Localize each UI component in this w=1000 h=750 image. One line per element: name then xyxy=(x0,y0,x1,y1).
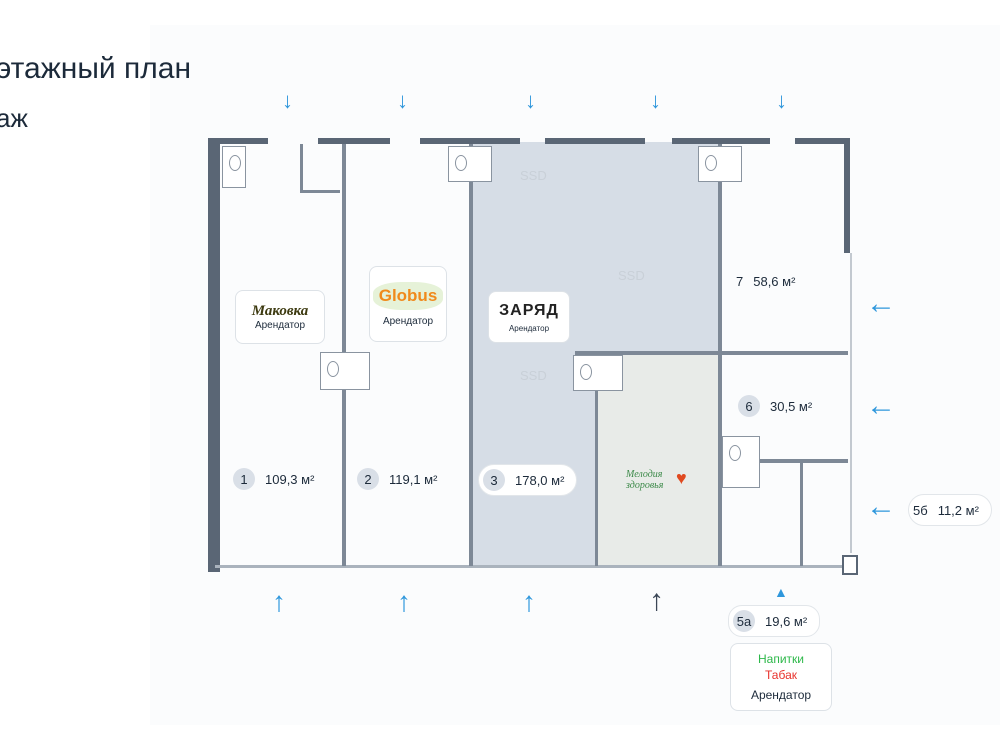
zaryad-logo: ЗАРЯД xyxy=(499,301,559,319)
toilet-fixture xyxy=(222,146,246,188)
toilet-fixture xyxy=(320,352,370,390)
entrance-arrow-left-icon: ← xyxy=(866,389,896,422)
toilet-fixture xyxy=(573,355,623,391)
room-number: 5б xyxy=(913,502,928,518)
wall xyxy=(208,140,220,572)
heart-icon: ♥ xyxy=(676,468,687,488)
room-number: 6 xyxy=(738,395,760,417)
partition xyxy=(300,190,340,193)
room-1-label[interactable]: 1 109,3 м² xyxy=(229,464,326,494)
tenant-card-zaryad[interactable]: ЗАРЯД Арендатор xyxy=(488,291,570,343)
wall xyxy=(672,138,770,144)
room-area: 178,0 м² xyxy=(515,472,565,488)
tenant-card-globus[interactable]: Globus Арендатор xyxy=(369,266,447,342)
tenant-label: Арендатор xyxy=(508,323,550,333)
tenant-label: Арендатор xyxy=(382,315,434,327)
room-5b-label[interactable]: 5б 11,2 м² xyxy=(908,494,992,526)
room-area: 19,6 м² xyxy=(765,613,808,629)
entrance-arrow-up-icon: ↑ xyxy=(272,586,286,617)
room-2-label[interactable]: 2 119,1 м² xyxy=(353,464,449,494)
room-area: 58,6 м² xyxy=(753,273,796,289)
wall xyxy=(795,138,850,144)
wall xyxy=(318,138,390,144)
room-7-label[interactable]: 7 58,6 м² xyxy=(732,266,807,296)
tenant-card-drinks-tobacco[interactable]: Напитки Табак Арендатор xyxy=(730,643,832,711)
partition xyxy=(718,144,722,566)
entrance-arrow-down-icon: ↓ xyxy=(650,88,661,113)
partition xyxy=(469,144,473,566)
globus-logo: Globus xyxy=(372,281,444,310)
wall xyxy=(420,138,520,144)
room-6-label[interactable]: 6 30,5 м² xyxy=(734,391,824,421)
room-number: 2 xyxy=(357,468,379,490)
toilet-fixture xyxy=(448,146,492,182)
entrance-arrow-up-icon: ↑ xyxy=(649,584,664,617)
room-number: 3 xyxy=(483,469,505,491)
wall xyxy=(208,138,268,144)
partition xyxy=(800,461,803,566)
room-number: 1 xyxy=(233,468,255,490)
room-area: 30,5 м² xyxy=(770,398,813,414)
partition xyxy=(720,459,848,463)
room-area: 109,3 м² xyxy=(265,471,315,487)
room-area: 11,2 м² xyxy=(937,502,979,518)
wall xyxy=(215,565,850,568)
partition xyxy=(300,144,303,192)
watermark: SSD xyxy=(520,368,547,383)
entrance-arrow-up-icon: ↑ xyxy=(522,586,536,617)
entrance-arrow-down-icon: ↓ xyxy=(776,88,787,113)
melodiya-zdorovya-logo: Мелодия здоровья xyxy=(626,469,664,491)
room-5a-label[interactable]: 5а 19,6 м² xyxy=(728,605,821,637)
glass-wall xyxy=(850,253,852,553)
floor-subtitle: аж xyxy=(0,103,28,133)
drinks-label: Напитки xyxy=(758,652,804,666)
page-title: этажный план xyxy=(0,52,192,85)
wall xyxy=(545,138,645,144)
tenant-label: Арендатор xyxy=(254,320,306,331)
column xyxy=(842,555,858,575)
partition xyxy=(595,351,598,566)
toilet-fixture xyxy=(698,146,742,182)
entrance-arrow-down-icon: ↓ xyxy=(397,88,408,113)
room-number: 5а xyxy=(733,610,755,632)
room-area: 119,1 м² xyxy=(389,471,438,487)
entrance-arrow-down-icon: ↓ xyxy=(282,88,293,113)
entrance-arrow-left-icon: ← xyxy=(866,287,896,320)
entrance-arrow-up-icon: ↑ xyxy=(397,586,411,617)
entrance-arrow-down-icon: ↓ xyxy=(525,88,536,113)
watermark: SSD xyxy=(618,268,645,283)
tenant-card-makovka[interactable]: Маковка Арендатор xyxy=(235,290,325,344)
room-3-label[interactable]: 3 178,0 м² xyxy=(478,464,578,496)
entrance-arrow-left-icon: ← xyxy=(866,490,896,523)
toilet-fixture xyxy=(722,436,760,488)
watermark: SSD xyxy=(520,168,547,183)
tenant-label: Арендатор xyxy=(750,688,812,702)
partition xyxy=(575,351,848,355)
tobacco-label: Табак xyxy=(765,668,797,682)
wall xyxy=(844,138,850,253)
makovka-logo: Маковка xyxy=(251,303,309,319)
room-number: 7 xyxy=(736,273,744,289)
entrance-triangle-icon: ▲ xyxy=(774,584,788,600)
